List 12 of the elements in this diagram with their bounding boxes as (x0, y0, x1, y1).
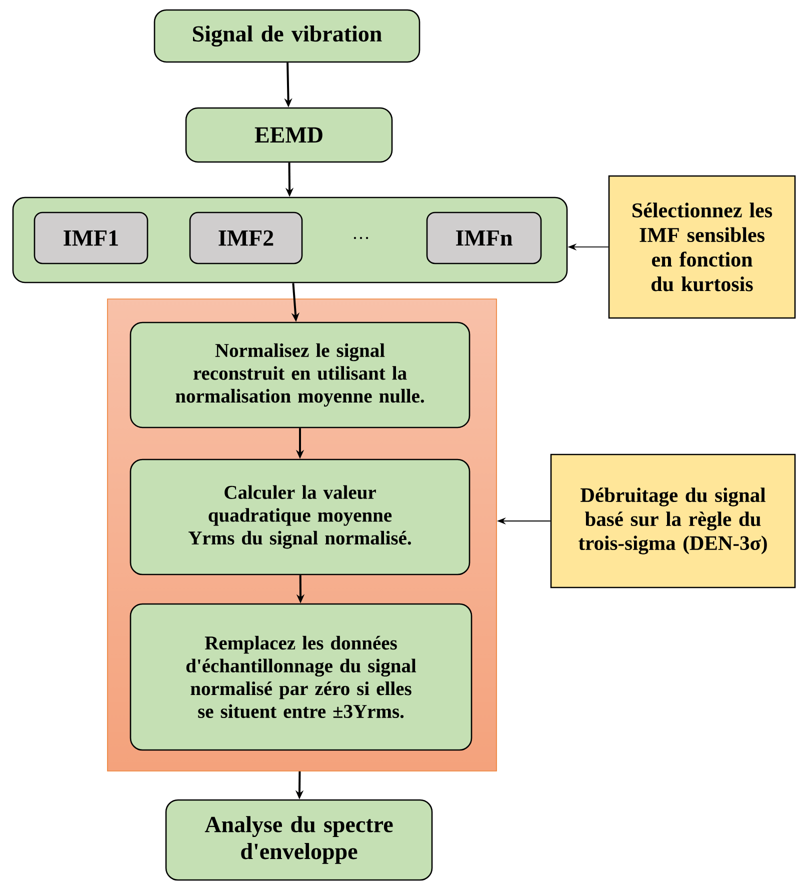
imf-box: IMF1 (34, 212, 148, 264)
note-box: Sélectionnez les IMF sensibles en fonction du kurtosis (608, 175, 796, 319)
process-box: Calculer la valeur quadratique moyenne Yrms du signal normalisé. (130, 458, 470, 576)
process-box: Analyse du spectre d'enveloppe (165, 799, 433, 881)
process-box: Remplacez les données d'échantillonnage du signal normalisé par zéro si elles se situent entre ±3Yrms. (130, 603, 472, 751)
imf-box: IMFn (426, 212, 542, 264)
note-box: Débruitage du signal basé sur la règle du trois-sigma (DEN-3σ) (550, 454, 796, 588)
process-box: EEMD (185, 107, 393, 163)
imf-box: IMF2 (189, 212, 303, 264)
process-box: Normalisez le signal reconstruit en utilisant la normalisation moyenne nulle. (130, 322, 470, 428)
ellipsis: … (354, 236, 368, 240)
process-box: Signal de vibration (154, 9, 420, 63)
